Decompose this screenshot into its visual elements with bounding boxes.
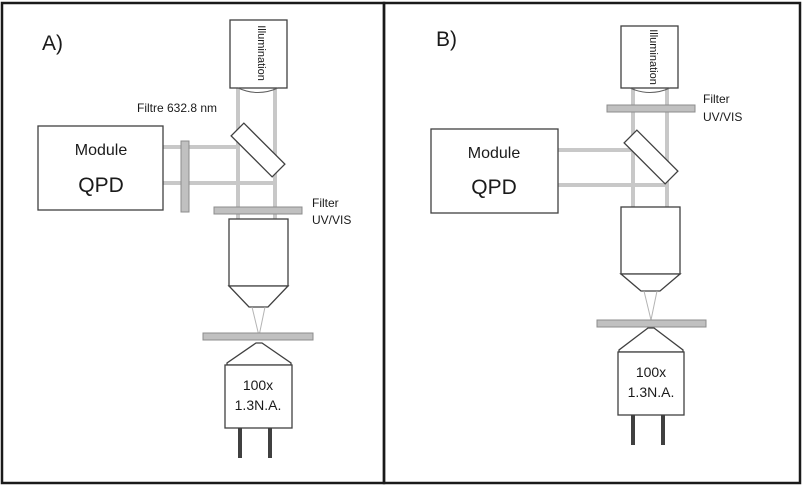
panel-b-dichroic-mirror [623, 129, 679, 185]
panel-a-qpd-module: Module QPD [37, 125, 164, 211]
panel-b-cone-left [643, 290, 652, 321]
panel-a-qpd-label: QPD [78, 174, 124, 197]
panel-a-objective-magnification: 100x [243, 377, 273, 393]
panel-b-qpd-label: QPD [471, 176, 517, 199]
panel-b-objective-na: 1.3N.A. [628, 384, 675, 400]
panel-a-laser-filter-label: Filtre 632.8 nm [137, 101, 217, 115]
panel-a-filter-label-line1: Filter [312, 196, 339, 210]
panel-a-label: A) [42, 32, 63, 55]
panel-a-objective-na: 1.3N.A. [235, 397, 282, 413]
panel-a-bottom-objective: 100x 1.3N.A. [224, 342, 293, 458]
panel-b-module-label: Module [468, 145, 521, 162]
panel-a-frame [0, 1, 386, 485]
panel-b-objective-magnification: 100x [636, 364, 666, 380]
panel-b-qpd-module: Module QPD [430, 128, 559, 214]
panel-b-label: B) [436, 28, 457, 51]
panel-a-sample-slide [202, 332, 314, 341]
panel-b-condenser-objective [619, 206, 682, 292]
panel-a-condenser-objective [227, 218, 290, 308]
panel-b-illumination-source: Illumination [620, 25, 679, 93]
panel-a-cone-left [251, 306, 260, 337]
panel-a: A) Illumination Filtre 632.8 nm Module Q… [37, 19, 351, 458]
panel-a-cone-right [258, 306, 266, 337]
panel-a-illumination-label: Illumination [255, 25, 267, 81]
panel-a-filter-label-line2: UV/VIS [312, 213, 351, 227]
panel-b-filter-label-line2: UV/VIS [703, 110, 742, 124]
panel-b-uv-vis-filter [606, 104, 696, 113]
panel-b-cone-right [650, 290, 658, 321]
panel-a-module-label: Module [75, 142, 128, 159]
panel-b-bottom-objective: 100x 1.3N.A. [617, 327, 685, 445]
panel-b-sample-slide [596, 319, 707, 328]
panel-a-laser-filter [180, 140, 190, 213]
panel-b: B) Illumination Filter UV/VIS Module QPD [430, 25, 742, 445]
panel-b-illumination-label: Illumination [647, 29, 659, 85]
panel-a-uv-vis-filter [213, 206, 303, 215]
panel-b-frame [382, 1, 802, 485]
panel-a-illumination-source: Illumination [229, 19, 288, 93]
panel-a-dichroic-mirror [230, 122, 286, 178]
panel-b-filter-label-line1: Filter [703, 92, 730, 106]
